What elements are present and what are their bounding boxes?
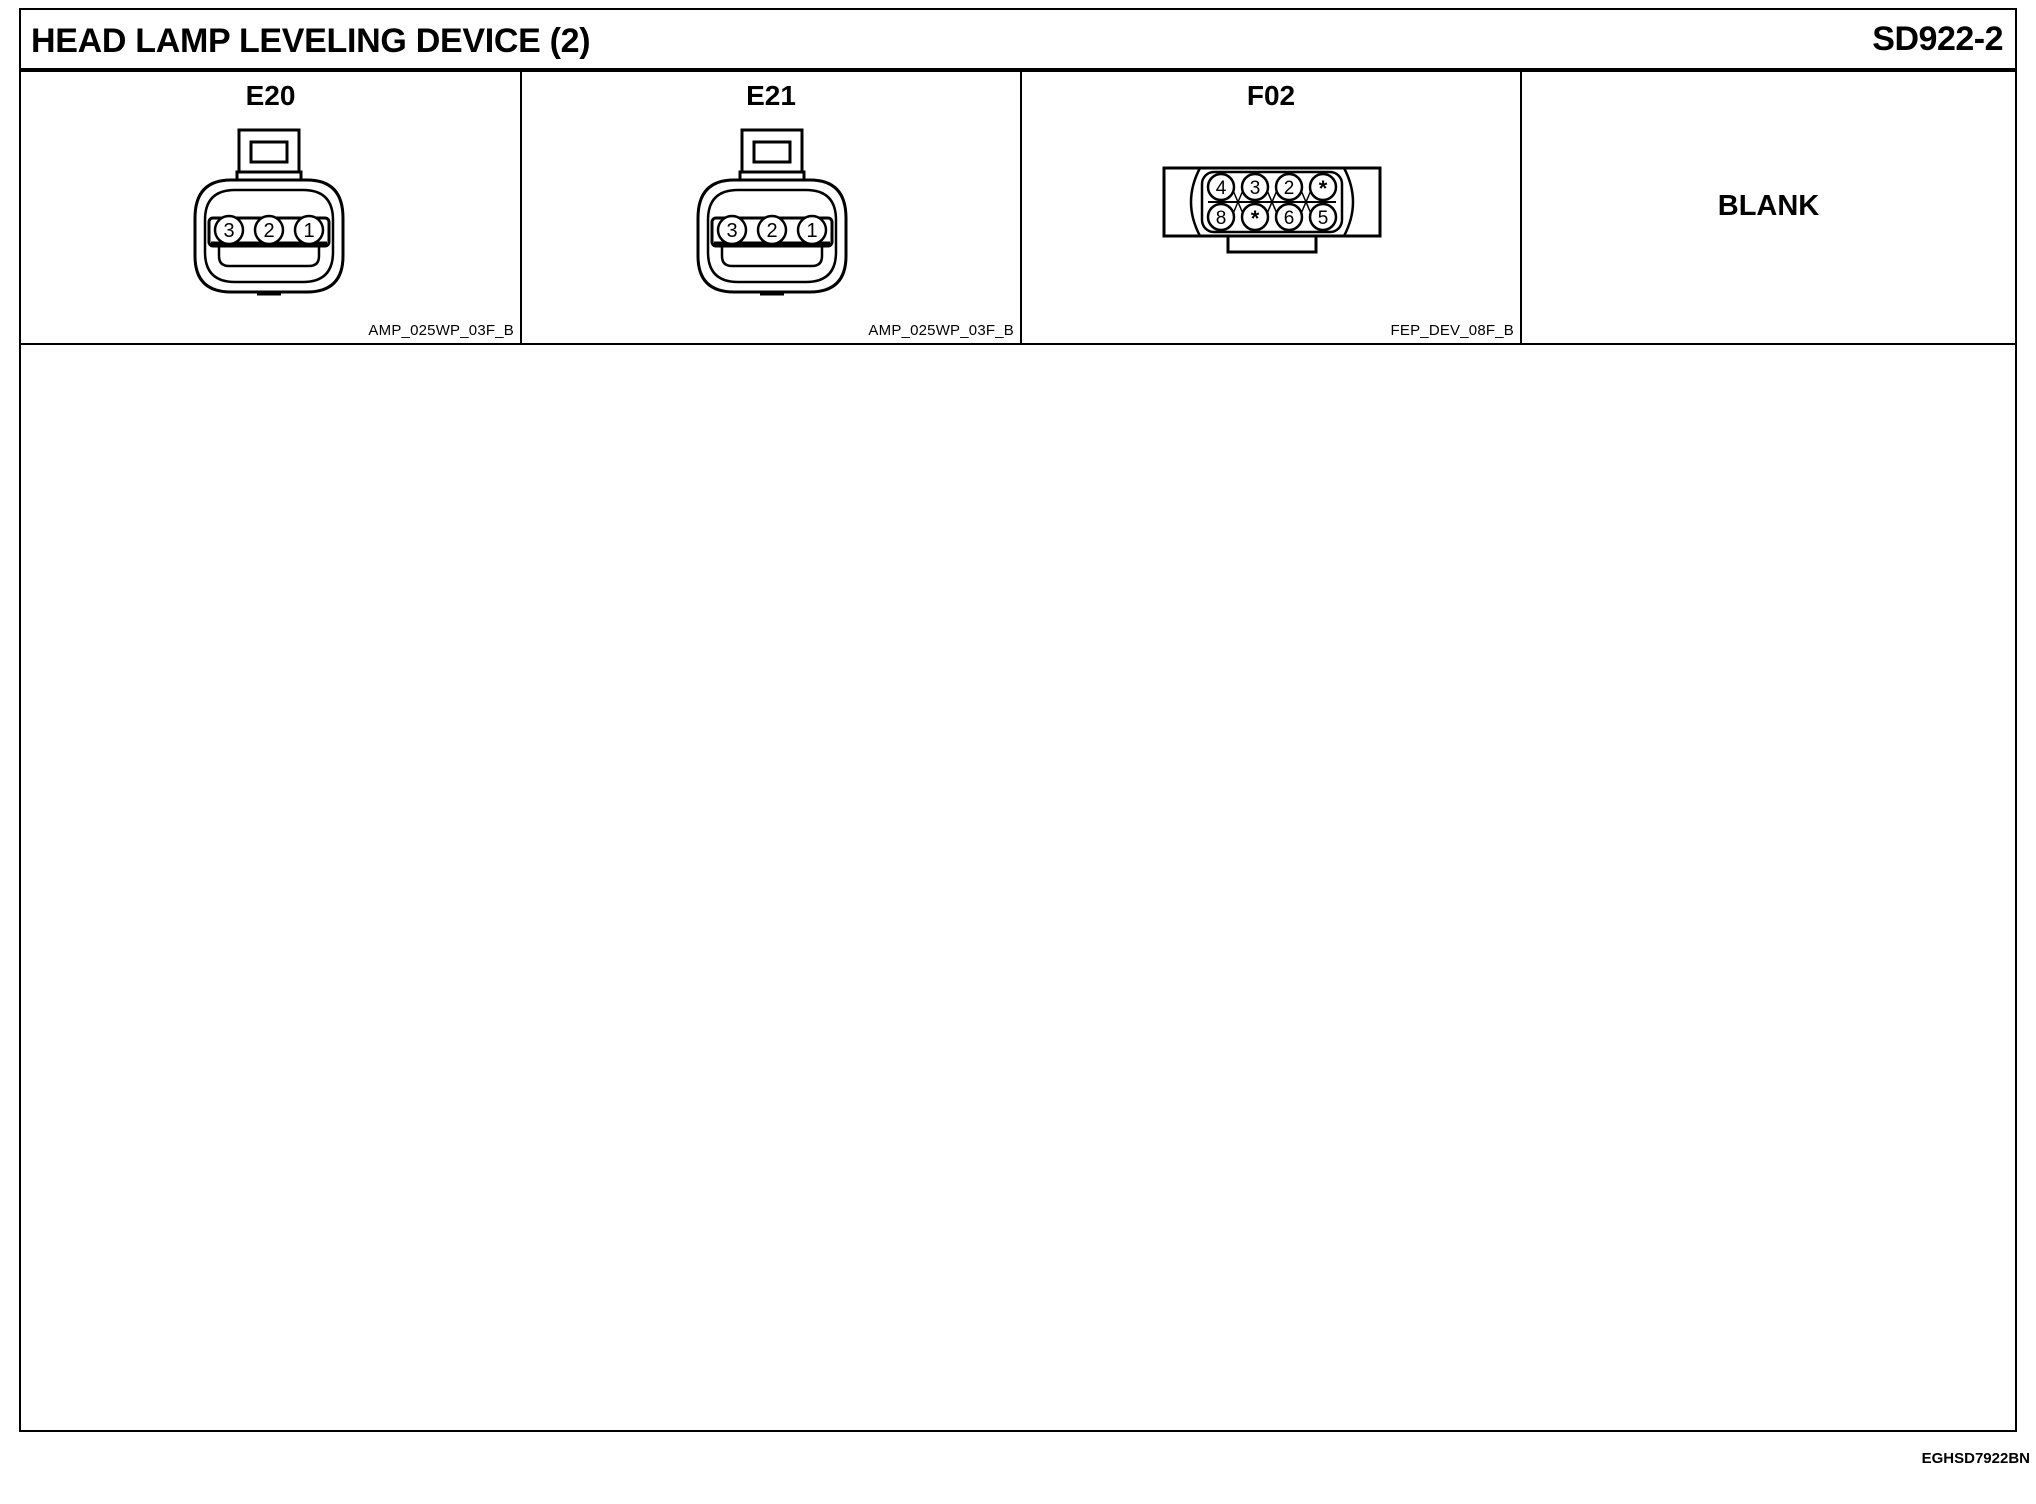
pin-label: 8 bbox=[1216, 208, 1227, 229]
connector-cell-e20: E20 3 2 1 AMP_025WP_03F_B bbox=[21, 72, 520, 343]
pin-label: 1 bbox=[303, 220, 314, 242]
diagram-sheet: HEAD LAMP LEVELING DEVICE (2) SD922-2 E2… bbox=[19, 8, 2017, 1432]
pin-label: 2 bbox=[263, 220, 274, 242]
pin-label: * bbox=[1251, 206, 1260, 231]
empty-diagram-area bbox=[21, 345, 2015, 1430]
connector-row: E20 3 2 1 AMP_025WP_03F_B bbox=[21, 72, 2015, 345]
connector-part-code: AMP_025WP_03F_B bbox=[868, 322, 1014, 339]
pin-label: 1 bbox=[806, 220, 817, 242]
connector-part-code: FEP_DEV_08F_B bbox=[1390, 322, 1514, 339]
pin-label: 2 bbox=[766, 220, 777, 242]
blank-cell: BLANK bbox=[1520, 72, 2015, 343]
pin-label: 6 bbox=[1284, 208, 1295, 229]
pin-label: * bbox=[1319, 176, 1328, 201]
connector-cell-e21: E21 3 2 1 AMP_025WP_03F_B bbox=[520, 72, 1020, 343]
page-code: SD922-2 bbox=[1872, 20, 2003, 58]
connector-label: F02 bbox=[1246, 80, 1296, 111]
eight-pin-connector-icon: 4 3 2 * 8 * 6 5 bbox=[1162, 166, 1382, 254]
page-title: HEAD LAMP LEVELING DEVICE (2) bbox=[31, 22, 591, 60]
footer-code: EGHSD7922BN bbox=[1921, 1450, 2030, 1467]
pin-label: 4 bbox=[1216, 178, 1227, 199]
connector-part-code: AMP_025WP_03F_B bbox=[368, 322, 514, 339]
connector-cell-f02: F02 4 bbox=[1020, 72, 1520, 343]
pin-label: 2 bbox=[1284, 178, 1295, 199]
connector-label: E20 bbox=[245, 80, 296, 111]
connector-label: E21 bbox=[746, 80, 796, 111]
title-bar: HEAD LAMP LEVELING DEVICE (2) SD922-2 bbox=[21, 10, 2015, 72]
three-pin-connector-icon: 3 2 1 bbox=[696, 128, 848, 296]
pin-label: 3 bbox=[223, 220, 234, 242]
pin-label: 3 bbox=[726, 220, 737, 242]
pin-label: 3 bbox=[1250, 178, 1261, 199]
blank-label: BLANK bbox=[1717, 190, 1820, 222]
pin-label: 5 bbox=[1318, 208, 1329, 229]
three-pin-connector-icon: 3 2 1 bbox=[193, 128, 345, 296]
